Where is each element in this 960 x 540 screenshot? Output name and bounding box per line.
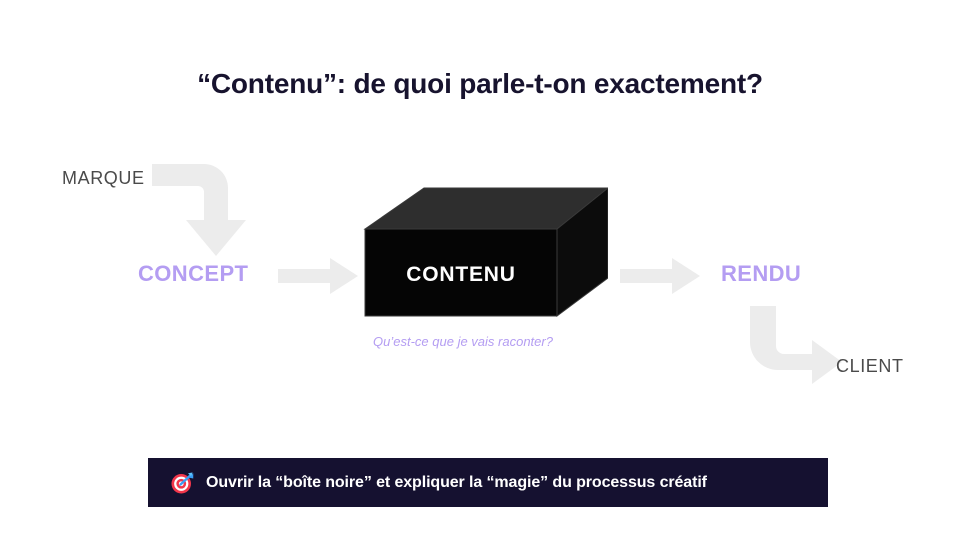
flow-node-marque: MARQUE [62, 168, 145, 188]
contenu-box-caption: Qu’est-ce que je vais raconter? [373, 334, 553, 349]
arrow-marque-to-concept-icon [152, 164, 246, 256]
flow-node-contenu: CONTENU [406, 263, 516, 286]
arrow-contenu-to-rendu-icon [620, 258, 700, 294]
direct-hit-target-icon [171, 472, 194, 493]
flow-node-concept: CONCEPT [138, 261, 249, 286]
flow-node-client: CLIENT [836, 356, 904, 376]
arrow-rendu-to-client-icon [750, 306, 842, 384]
flow-node-rendu: RENDU [721, 261, 802, 286]
arrow-concept-to-contenu-icon [278, 258, 358, 294]
page-title: “Contenu”: de quoi parle-t-on exactement… [197, 68, 763, 99]
takeaway-banner: Ouvrir la “boîte noire” et expliquer la … [148, 458, 828, 507]
banner-text: Ouvrir la “boîte noire” et expliquer la … [206, 473, 707, 491]
contenu-3d-box [363, 187, 608, 317]
